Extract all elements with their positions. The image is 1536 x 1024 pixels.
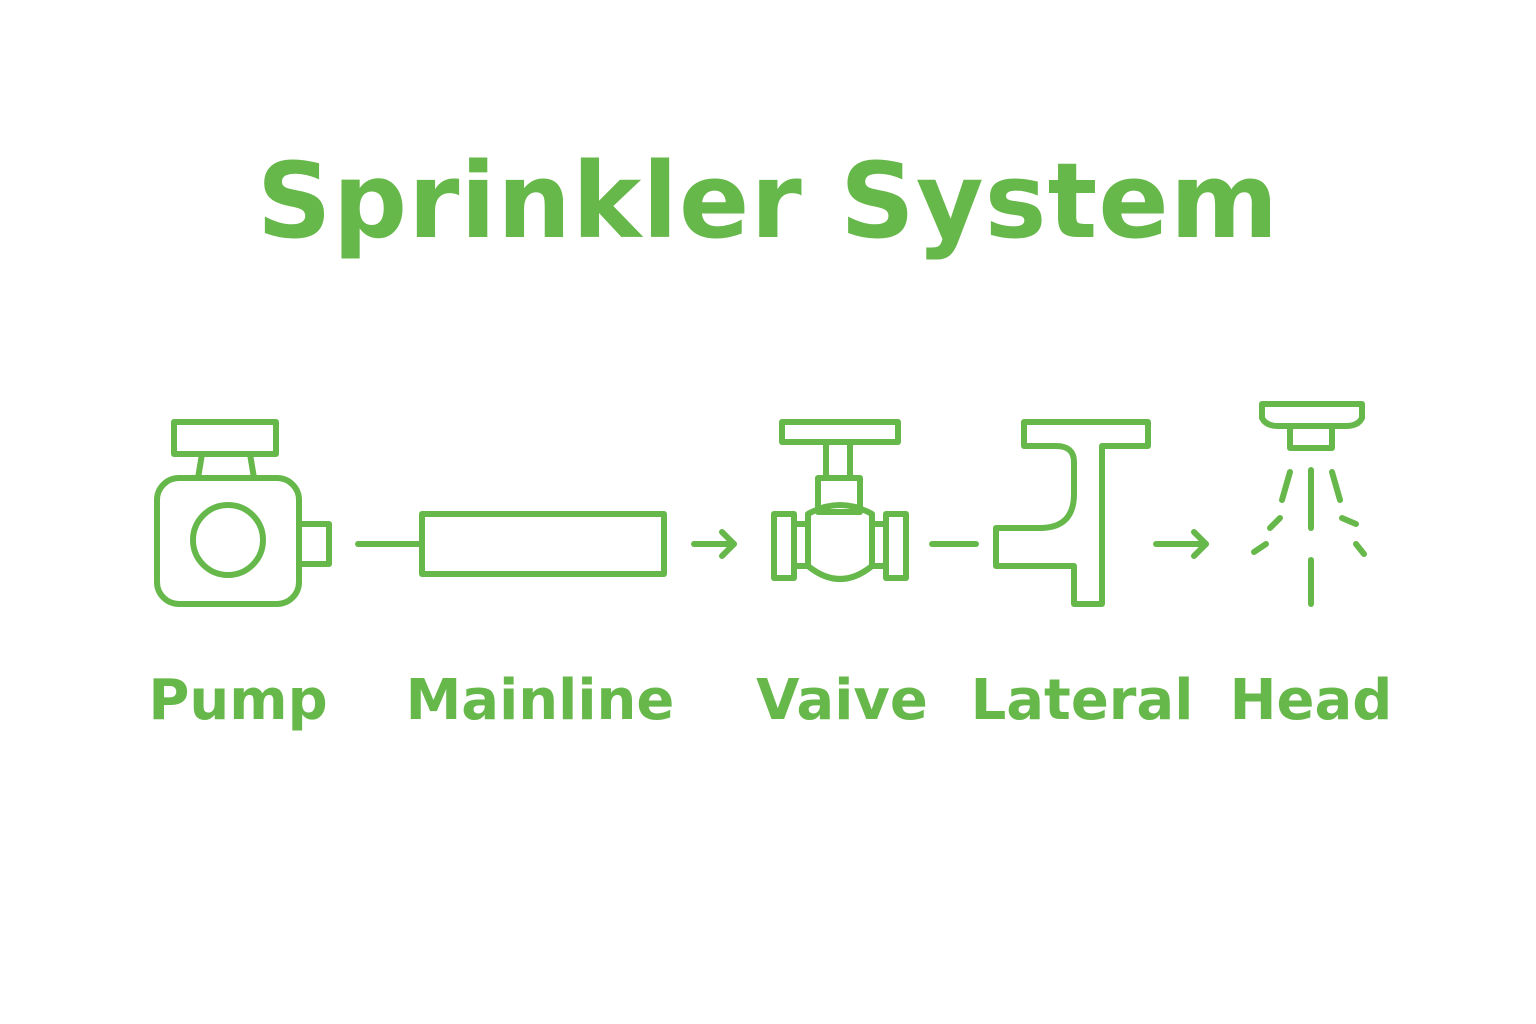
- component-label-pump: Pump: [148, 668, 328, 733]
- diagram-title: Sprinkler System: [256, 140, 1280, 262]
- flow-arrow: [1153, 529, 1209, 559]
- component-label-mainline: Mainline: [405, 668, 675, 733]
- flow-arrow: [691, 529, 737, 559]
- mainline-pipe-icon: [419, 511, 667, 577]
- component-label-head: Head: [1229, 668, 1393, 733]
- component-label-valve: Vaive: [756, 668, 928, 733]
- lateral-pipe-icon: [993, 419, 1151, 607]
- valve-icon: [771, 419, 909, 582]
- component-label-lateral: Lateral: [970, 668, 1194, 733]
- pump-icon: [154, 419, 332, 607]
- sprinkler-head-icon: [1251, 401, 1367, 607]
